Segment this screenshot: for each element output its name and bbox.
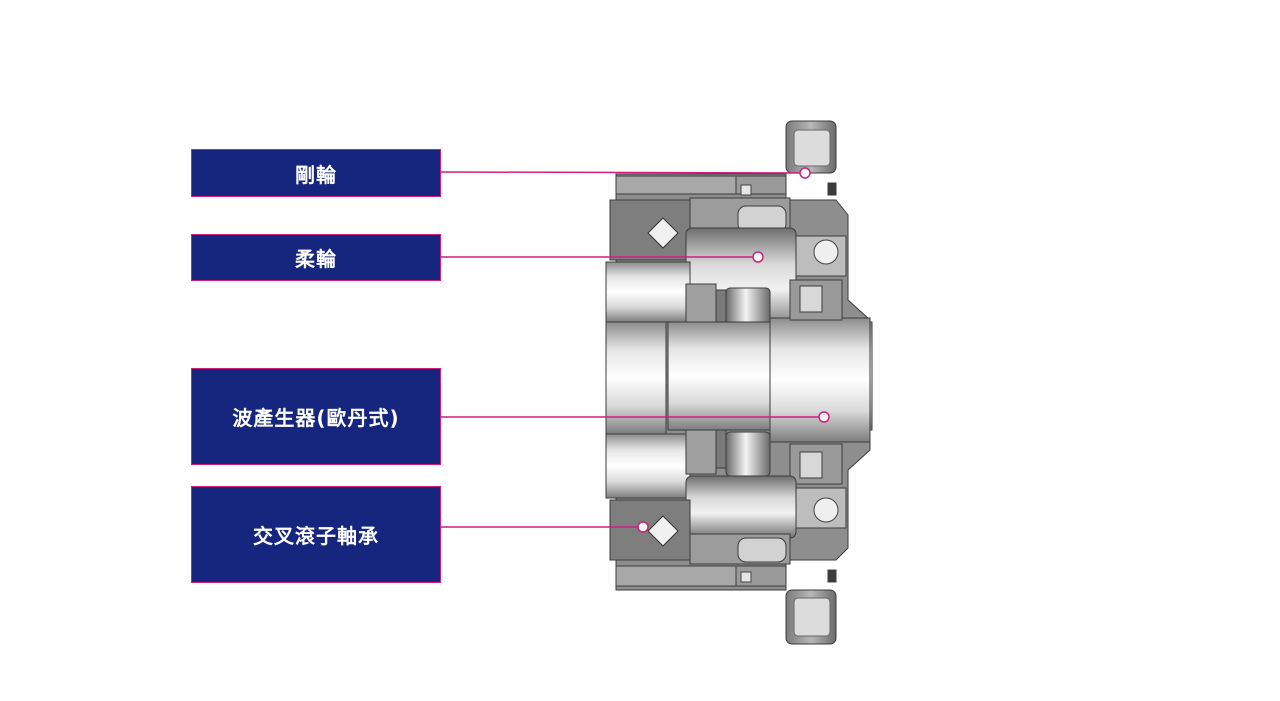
label-flexspline: 柔輪 [191, 234, 441, 281]
label-flexspline-text: 柔輪 [295, 247, 337, 271]
leader-dot-cross-roller-bearing [637, 521, 649, 533]
leader-dot-wave-generator [818, 411, 830, 423]
leader-dot-circular-spline [799, 167, 811, 179]
label-wave-generator-text: 波產生器(歐丹式) [232, 406, 400, 430]
leader-dot-flexspline [752, 251, 764, 263]
label-cross-roller-bearing: 交叉滾子軸承 [191, 486, 441, 583]
leader-line-circular-spline [440, 171, 801, 174]
label-cross-roller-bearing-text: 交叉滾子軸承 [253, 524, 379, 548]
label-circular-spline-text: 剛輪 [295, 162, 337, 187]
leader-lines [440, 167, 830, 533]
reducer-body [605, 120, 873, 645]
label-wave-generator: 波產生器(歐丹式) [191, 368, 441, 465]
label-circular-spline: 剛輪 [191, 149, 441, 197]
